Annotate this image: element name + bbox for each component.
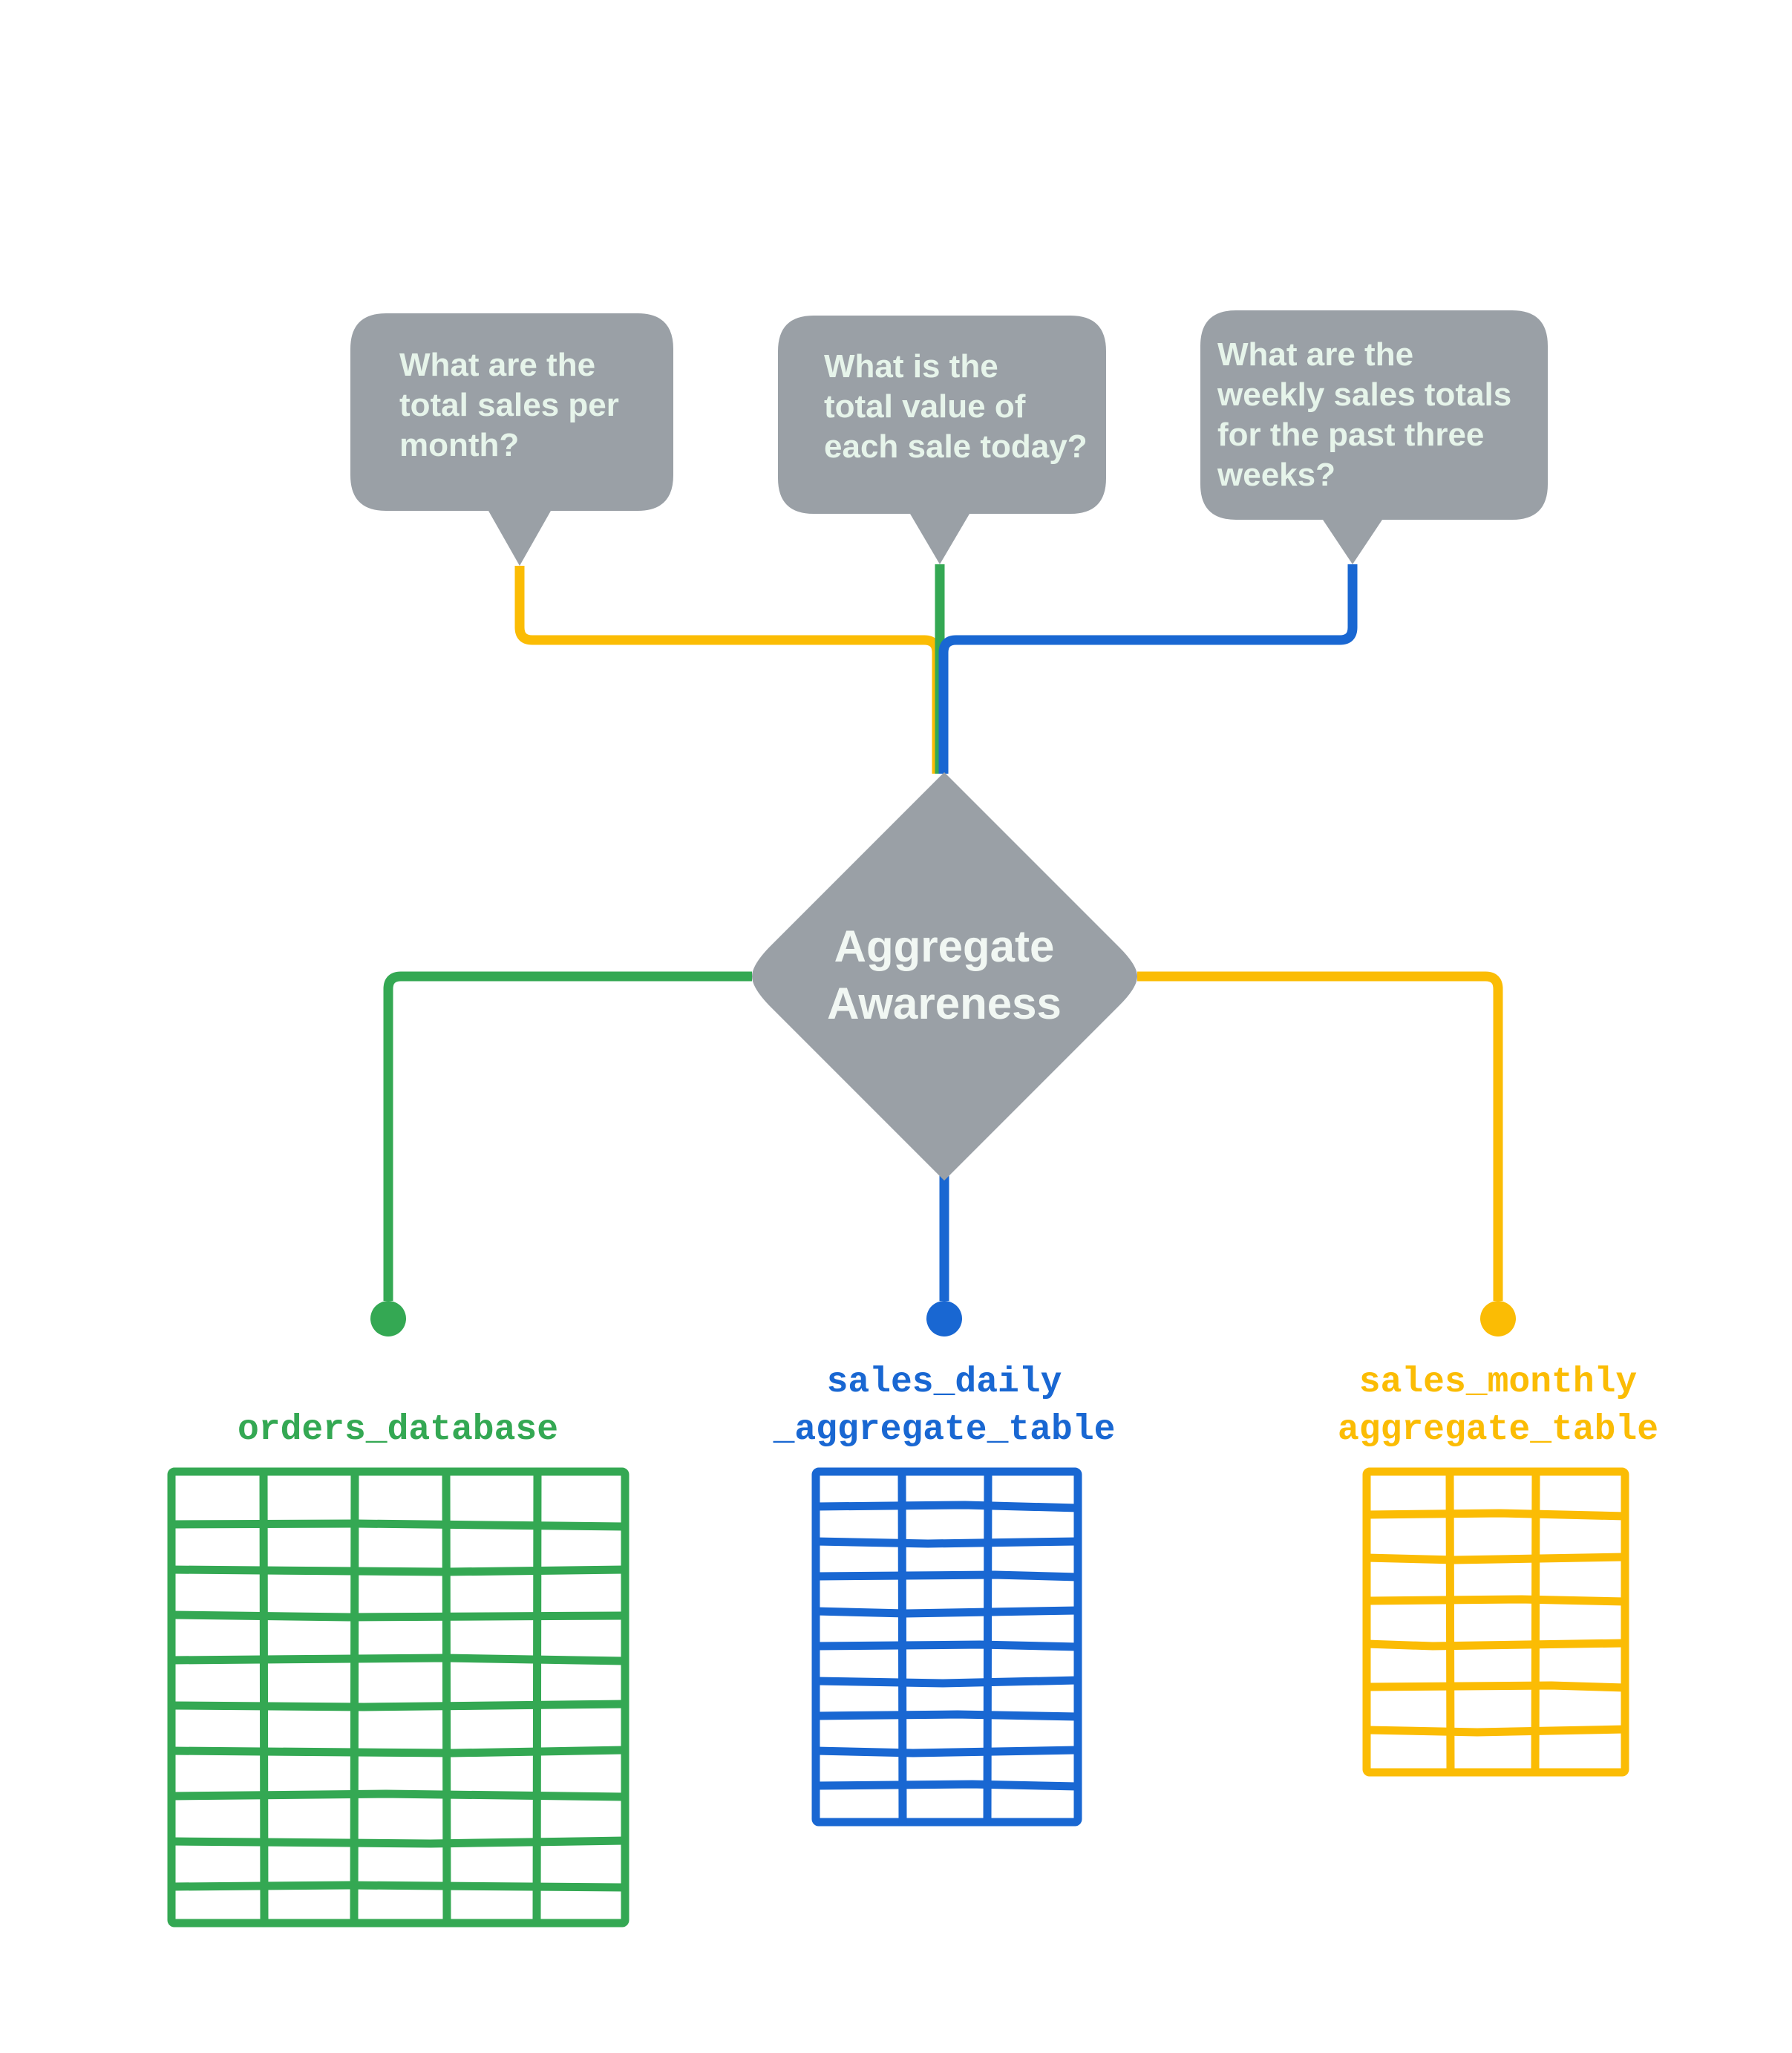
source-sales-daily-aggregate-table[interactable]: sales_daily _aggregate_table xyxy=(773,1362,1116,1827)
table-grid-sales-daily xyxy=(811,1467,1082,1827)
hub-label-line-1: Aggregate xyxy=(834,921,1055,971)
bubble-daily-line-1: What is the xyxy=(824,348,998,385)
table-grid-orders-database xyxy=(167,1467,630,1928)
source-label-sales-monthly-line-2: aggregate_table xyxy=(1338,1410,1658,1450)
question-bubble-monthly[interactable]: What are the total sales per month? xyxy=(350,313,673,566)
connector-monthly-question-to-hub xyxy=(514,566,942,774)
bubble-weekly-line-2: weekly sales totals xyxy=(1217,376,1511,413)
source-label-sales-daily-line-1: sales_daily xyxy=(827,1362,1062,1403)
endpoint-dot-sales-monthly xyxy=(1480,1301,1516,1336)
source-label-sales-daily-line-2: _aggregate_table xyxy=(773,1410,1116,1450)
table-grid-sales-monthly xyxy=(1362,1467,1629,1777)
connector-weekly-question-to-hub xyxy=(938,564,1358,774)
endpoint-dot-orders-database xyxy=(370,1301,406,1336)
bubble-daily-line-3: each sale today? xyxy=(824,428,1088,465)
bubble-shape-daily xyxy=(778,316,1106,564)
hub-node-aggregate-awareness[interactable]: Aggregate Awareness xyxy=(752,772,1137,1181)
endpoint-dot-sales-daily xyxy=(926,1301,962,1336)
bubble-weekly-line-3: for the past three xyxy=(1217,417,1484,453)
question-bubble-daily[interactable]: What is the total value of each sale tod… xyxy=(778,316,1106,564)
bubble-weekly-line-1: What are the xyxy=(1217,336,1413,373)
bubble-shape-weekly xyxy=(1200,310,1548,564)
bubble-weekly-line-4: weeks? xyxy=(1217,457,1335,493)
source-sales-monthly-aggregate-table[interactable]: sales_monthly aggregate_table xyxy=(1338,1362,1658,1777)
bubble-daily-line-2: total value of xyxy=(824,388,1026,425)
question-bubble-weekly[interactable]: What are the weekly sales totals for the… xyxy=(1200,310,1548,564)
connector-hub-to-sales-monthly xyxy=(1137,971,1503,1301)
source-orders-database[interactable]: orders_database xyxy=(167,1410,630,1928)
hub-label-line-2: Awareness xyxy=(827,979,1062,1028)
source-label-orders-database: orders_database xyxy=(238,1410,558,1450)
bubble-monthly-line-2: total sales per xyxy=(399,387,619,423)
connector-hub-to-orders-database xyxy=(383,971,752,1301)
hub-diamond-shape xyxy=(752,772,1137,1181)
source-label-sales-monthly-line-1: sales_monthly xyxy=(1359,1362,1637,1403)
bubble-monthly-line-1: What are the xyxy=(399,347,595,383)
bubble-monthly-line-3: month? xyxy=(399,427,519,463)
bubble-shape-monthly xyxy=(350,313,673,566)
